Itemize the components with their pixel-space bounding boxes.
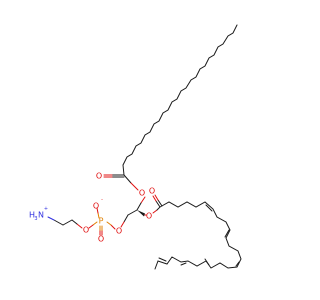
polyunsaturated-acyl-chain: [154, 201, 242, 270]
ammonium-positive-charge-label: +: [44, 206, 48, 212]
sn3-phosphoester-oxygen-label: O: [116, 227, 122, 236]
phosphate-group: [88, 207, 116, 236]
sn2-carbonyl-group: [152, 194, 163, 214]
glycerol-backbone: [120, 196, 147, 228]
sn1-ester-oxygen-label: O: [139, 189, 145, 198]
saturated-acyl-chain: [122, 24, 238, 176]
phosphate-double-bond-oxygen-label: O: [98, 235, 104, 244]
sn2-carbonyl-oxygen-label: O: [149, 187, 155, 196]
ammonium-nitrogen-label: N: [38, 211, 44, 220]
phosphorus-label: P: [99, 217, 104, 226]
stereo-wedge: [137, 210, 145, 217]
phosphate-anion-oxygen-label: O: [93, 202, 99, 211]
ammonium-subscript-label: 3: [34, 216, 37, 222]
ammonium-hydrogen-label: H: [29, 211, 35, 220]
ethanolamine-group: [47, 216, 83, 229]
sn2-ester-oxygen-label: O: [146, 212, 152, 221]
molecule-structure-diagram: O O O O O: [29, 24, 242, 270]
sn1-carbonyl-group: [103, 174, 139, 191]
phosphate-negative-charge-label: -: [101, 197, 103, 203]
sn1-carbonyl-oxygen-label: O: [96, 172, 102, 181]
phosphate-ethanolamine-oxygen-label: O: [83, 226, 89, 235]
